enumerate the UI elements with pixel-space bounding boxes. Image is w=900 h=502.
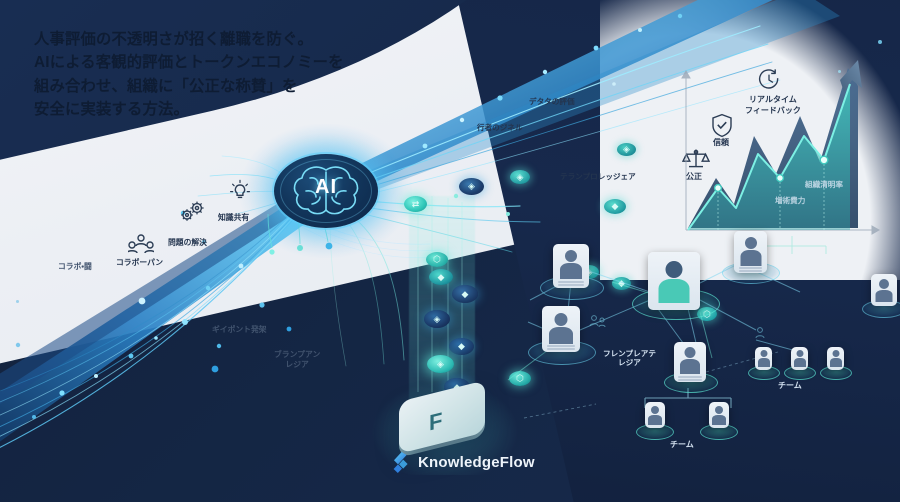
- ai-core-label: AI: [315, 176, 337, 198]
- chart-label-realtime-feedback: リアルタイム フィードバック: [745, 95, 801, 115]
- token-coin-icon: ◆: [429, 269, 453, 285]
- page-title: 人事評価の不透明さが招く離職を防ぐ。 AIによる客観的評価とトークンエコノミーを…: [34, 31, 344, 118]
- person-card-10[interactable]: [827, 347, 844, 370]
- shield-check-icon: [712, 113, 732, 138]
- token-coin-icon: ◈: [427, 355, 454, 373]
- token-coin-icon: ◆: [449, 338, 474, 355]
- token-coin-icon: ⇄: [404, 196, 427, 212]
- person-card-3[interactable]: [542, 306, 580, 352]
- gears-icon: [181, 201, 204, 221]
- token-coin-icon: ◈: [617, 143, 636, 156]
- concept-label-2: 問題の解決: [168, 238, 207, 247]
- flow-logo-icon: [393, 452, 408, 473]
- person-card-6[interactable]: [645, 402, 665, 428]
- token-coin-icon: ◆: [612, 277, 631, 290]
- mid-label-2: テランプロレッジェア: [560, 172, 636, 181]
- chart-line-teal: [687, 83, 851, 231]
- mid-label-3: フレンプレアテ レジア: [603, 349, 656, 368]
- mid-label-1: 行者のジネル: [477, 123, 523, 132]
- team-label-1: チーム: [778, 381, 802, 390]
- person-card-primary[interactable]: [648, 252, 700, 310]
- token-coin-icon: ◆: [604, 199, 626, 214]
- token-coin-icon: ◈: [459, 178, 484, 195]
- token-coin-icon: ⬡: [426, 252, 448, 267]
- brand-logo[interactable]: KnowledgeFlow: [392, 452, 535, 473]
- growth-chart: [681, 60, 881, 235]
- chart-markers: [713, 155, 829, 193]
- platform-logo-letter: F: [429, 407, 443, 436]
- person-card-5[interactable]: [674, 342, 706, 382]
- person-card-2[interactable]: [553, 244, 589, 288]
- scales-icon: [682, 149, 710, 168]
- clock-arrow-icon: [758, 69, 779, 89]
- ambient-dot: [838, 70, 841, 73]
- concept-label-3: 知識共有: [218, 213, 250, 222]
- person-card-11[interactable]: [871, 274, 897, 306]
- team-label-0: チーム: [670, 440, 694, 449]
- token-coin-icon: ◈: [424, 310, 450, 328]
- concept-label-5: ブランプアン レジア: [274, 350, 321, 369]
- chart-label-capability: 増術費力: [775, 196, 806, 205]
- person-card-8[interactable]: [755, 347, 772, 370]
- chart-series-teal: [688, 84, 850, 230]
- chart-label-transparency: 組織清明率: [805, 180, 843, 189]
- mid-label-0: デタタの評価: [529, 97, 575, 106]
- brain-icon: [293, 166, 359, 215]
- person-card-7[interactable]: [709, 402, 729, 428]
- people-group-icon: [128, 234, 154, 254]
- concept-label-1: コラボーパン: [116, 258, 164, 267]
- token-coin-icon: ◈: [510, 170, 530, 184]
- person-card-9[interactable]: [791, 347, 808, 370]
- ambient-dot: [16, 300, 19, 303]
- ai-core-node[interactable]: AI: [240, 124, 412, 258]
- concept-label-4: ギイポント発架: [212, 325, 267, 334]
- lightbulb-icon: [230, 179, 250, 199]
- token-coin-icon: ◆: [452, 285, 478, 303]
- token-stream-column: [409, 196, 475, 411]
- concept-label-0: コラボ・闘: [58, 262, 92, 271]
- chart-label-fairness: 公正: [686, 172, 702, 181]
- brand-logo-text: KnowledgeFlow: [418, 454, 535, 471]
- chart-label-trust: 信頼: [713, 138, 729, 147]
- person-card-4[interactable]: [734, 231, 767, 273]
- flow-platform[interactable]: F: [369, 379, 521, 475]
- ambient-dot: [878, 40, 882, 44]
